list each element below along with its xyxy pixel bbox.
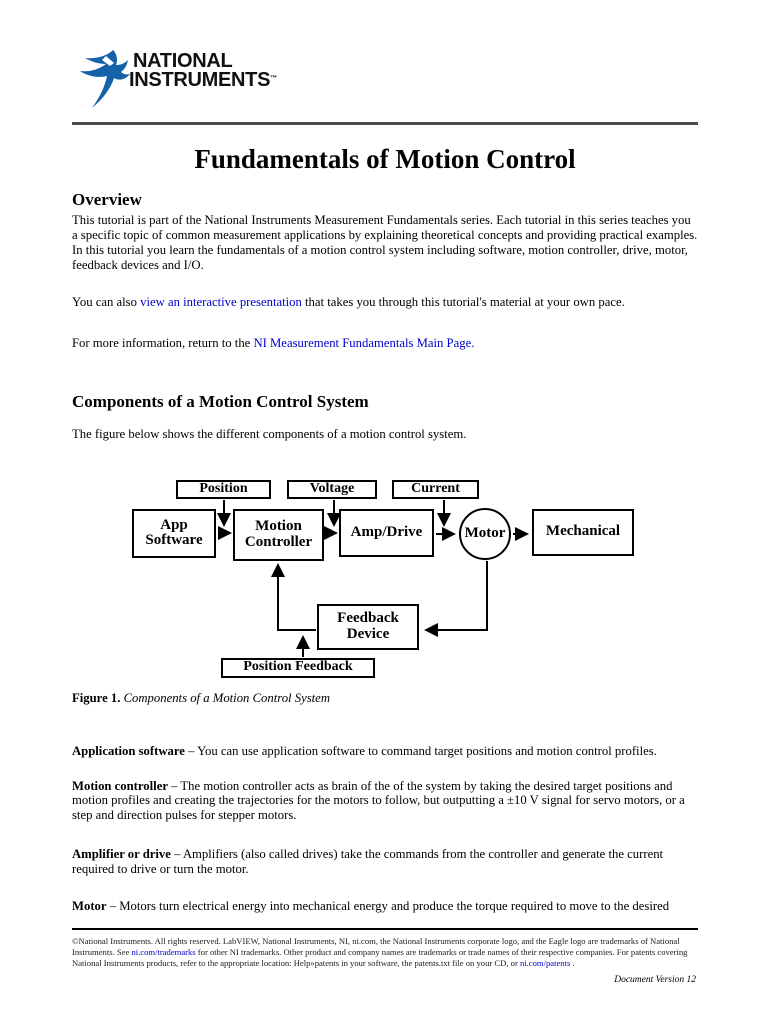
footer: ©National Instruments. All rights reserv… (72, 928, 698, 970)
diagram-node-motion-controller: Motion Controller (233, 508, 324, 561)
definition-amplifier-or-drive: Amplifier or drive – Amplifiers (also ca… (72, 847, 664, 876)
logo-line-1: NATIONAL (133, 50, 233, 72)
footer-legal-text: ©National Instruments. All rights reserv… (72, 936, 688, 969)
diagram-node-mechanical: Mechanical (532, 508, 634, 556)
definition-motor: Motor – Motors turn electrical energy in… (72, 898, 670, 913)
definition-application-software: Application software – You can use appli… (72, 743, 657, 758)
trademarks-link[interactable]: ni.com/trademarks (131, 947, 196, 958)
header-divider (72, 122, 698, 125)
patents-link[interactable]: ni.com/patents (519, 958, 571, 969)
definition-motion-controller: Motion controller – The motion controlle… (72, 778, 685, 823)
trademark-symbol: ™ (270, 75, 278, 82)
page-title: Fundamentals of Motion Control (194, 144, 576, 174)
ni-logo: NATIONAL INSTRUMENTS™ (80, 50, 698, 108)
overview-heading: Overview (72, 189, 142, 209)
diagram-node-motor: Motor (459, 507, 511, 560)
document-version: Document Version 12 (614, 975, 696, 985)
diagram-arrows (217, 499, 529, 657)
measurement-fundamentals-link[interactable]: NI Measurement Fundamentals Main Page. (253, 335, 475, 350)
arrow-feedback-to-controller (271, 562, 316, 631)
interactive-presentation-paragraph: You can also view an interactive present… (72, 294, 625, 309)
figure-caption: Figure 1. Components of a Motion Control… (72, 690, 330, 705)
more-information-paragraph: For more information, return to the NI M… (72, 335, 475, 350)
interactive-presentation-link[interactable]: view an interactive presentation (140, 294, 302, 309)
diagram-label-position: Position (176, 479, 271, 499)
ni-logo-text: NATIONAL INSTRUMENTS™ (129, 50, 277, 90)
figure-intro-paragraph: The figure below shows the different com… (72, 426, 467, 441)
diagram-node-feedback-device: Feedback Device (317, 603, 419, 650)
overview-paragraph: This tutorial is part of the National In… (72, 213, 698, 272)
diagram-node-app-software: App Software (132, 508, 216, 558)
arrow-motor-to-feedback (424, 560, 488, 637)
motion-control-diagram: Position Voltage Current App Software Mo… (72, 473, 698, 688)
footer-divider (72, 928, 698, 930)
logo-line-2: INSTRUMENTS™ (129, 69, 278, 91)
components-heading: Components of a Motion Control System (72, 392, 369, 412)
diagram-node-amp-drive: Amp/Drive (339, 508, 434, 557)
diagram-label-current: Current (392, 479, 479, 499)
ni-eagle-icon (80, 50, 130, 108)
diagram-label-voltage: Voltage (287, 479, 377, 499)
diagram-label-position-feedback: Position Feedback (221, 657, 375, 678)
